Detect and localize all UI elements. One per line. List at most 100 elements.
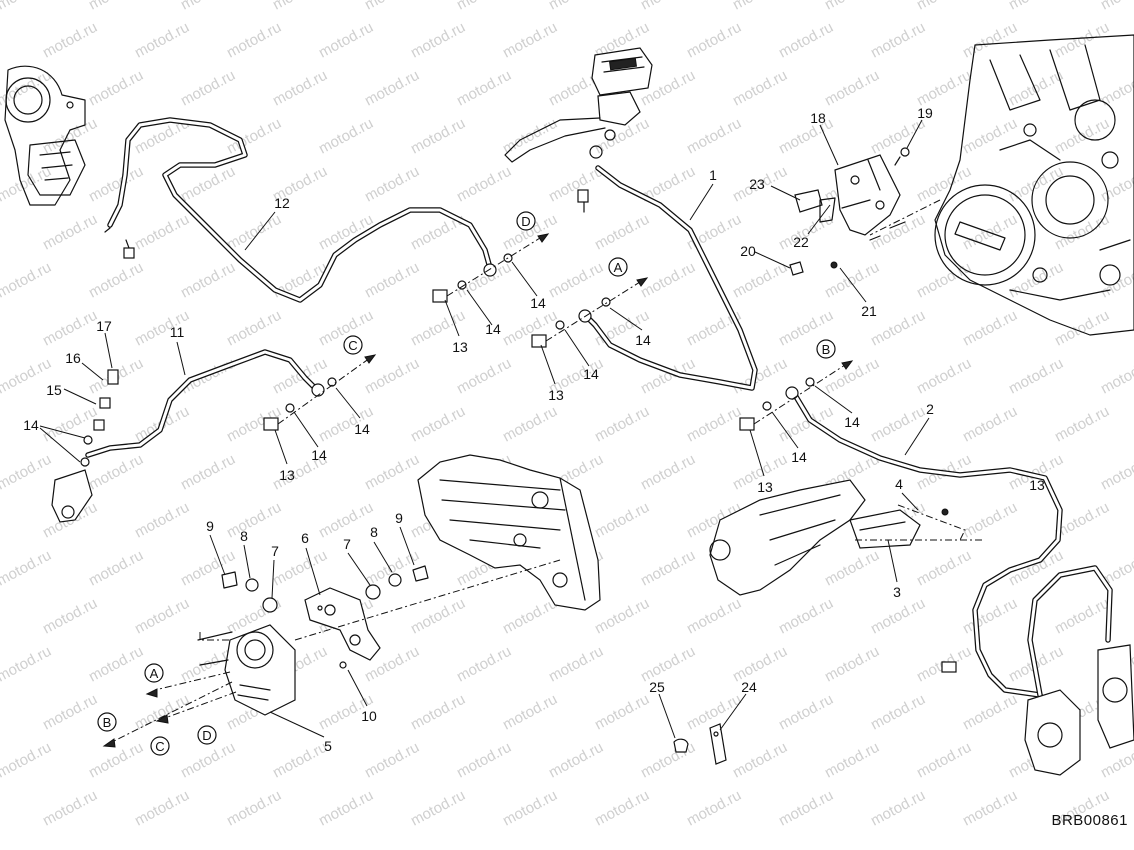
callout-number: 8 [370,524,378,540]
connection-marker-c-bottom [150,736,170,756]
watermark-text: motod.ru [1098,451,1134,494]
callout-number: 14 [635,332,651,348]
abs-modulator-5 [197,624,296,716]
watermark-text: motod.ru [730,259,790,302]
watermark-text: motod.ru [1006,0,1066,14]
watermark-text: motod.ru [868,115,928,158]
watermark-text: motod.ru [224,211,284,254]
watermark-text: motod.ru [86,451,146,494]
watermark-text: motod.ru [86,67,146,110]
callout-number: 10 [361,708,377,724]
callout-number: 9 [206,518,214,534]
watermark-text: motod.ru [1052,19,1112,62]
callout-number: 1 [709,167,717,183]
watermark-text: motod.ru [86,739,146,782]
front-subframe [709,479,949,596]
watermark-text: motod.ru [316,787,376,830]
watermark-text: motod.ru [684,595,744,638]
drawing-code: BRB00861 [1051,812,1128,829]
callout-number: 17 [96,318,112,334]
callout-number: 5 [324,738,332,754]
watermark-text: motod.ru [822,739,882,782]
watermark-text: motod.ru [1098,355,1134,398]
watermark-text: motod.ru [454,67,514,110]
watermark-text: motod.ru [914,355,974,398]
watermark-text: motod.ru [86,163,146,206]
watermark-text: motod.ru [684,115,744,158]
watermark-text: motod.ru [1052,115,1112,158]
watermark-text: motod.ru [454,259,514,302]
connection-label: D [202,728,211,743]
watermark-text: motod.ru [730,67,790,110]
watermark-text: motod.ru [454,163,514,206]
sensor-bracket-18 [789,147,910,276]
connection-marker-c-top [343,335,363,355]
connection-marker-b-top [816,339,836,359]
watermark-text: motod.ru [822,547,882,590]
callout-number: 4 [895,476,903,492]
watermark-text: motod.ru [178,739,238,782]
watermark-text: motod.ru [868,787,928,830]
watermark-text: motod.ru [86,547,146,590]
watermark-text: motod.ru [178,259,238,302]
watermark-text: motod.ru [362,67,422,110]
watermark-text: motod.ru [914,67,974,110]
watermark-text: motod.ru [86,643,146,686]
watermark-text: motod.ru [500,403,560,446]
watermark-text: motod.ru [500,595,560,638]
watermark-text: motod.ru [776,19,836,62]
brake-pipe-1 [577,165,758,391]
watermark-text: motod.ru [132,211,192,254]
watermark-text: motod.ru [546,739,606,782]
watermark-text: motod.ru [914,259,974,302]
watermark-text: motod.ru [40,787,100,830]
callout-number: 14 [311,447,327,463]
main-frame-section [417,454,601,611]
watermark-text: motod.ru [408,787,468,830]
watermark-text: motod.ru [638,0,698,14]
connection-label: C [348,338,357,353]
abs-mount-hardware [221,565,429,669]
callout-number: 14 [23,417,39,433]
watermark-text: motod.ru [0,0,54,14]
watermark-text: motod.ru [1052,211,1112,254]
watermark-text: motod.ru [1098,259,1134,302]
callout-number: 16 [65,350,81,366]
watermark-text: motod.ru [270,739,330,782]
watermark-text: motod.ru [0,547,54,590]
callout-number: 14 [844,414,860,430]
watermark-text: motod.ru [684,19,744,62]
callout-number: 15 [46,382,62,398]
watermark-text: motod.ru [868,691,928,734]
watermark-text: motod.ru [592,595,652,638]
watermark-text: motod.ru [408,115,468,158]
connection-lines [111,199,985,743]
watermark-text: motod.ru [592,403,652,446]
watermark-text: motod.ru [960,115,1020,158]
watermark-text: motod.ru [316,19,376,62]
watermark-text: motod.ru [86,259,146,302]
watermark-text: motod.ru [362,163,422,206]
watermark-text: motod.ru [500,307,560,350]
watermark-text: motod.ru [362,259,422,302]
watermark-text: motod.ru [914,547,974,590]
watermark-text: motod.ru [684,787,744,830]
watermark-text: motod.ru [776,787,836,830]
watermark-text: motod.ru [0,643,54,686]
callout-number: 22 [793,234,809,250]
callout-number: 6 [301,530,309,546]
connection-marker-a-top [608,257,628,277]
watermark-text: motod.ru [316,115,376,158]
connection-marker-d-top [516,211,536,231]
front-master-cylinder [504,47,653,163]
watermark-text: motod.ru [960,499,1020,542]
watermark-text: motod.ru [178,451,238,494]
watermark-text: motod.ru [960,691,1020,734]
watermark-text: motod.ru [132,787,192,830]
watermark-text: motod.ru [178,67,238,110]
watermark-text: motod.ru [776,115,836,158]
watermark-text: motod.ru [500,691,560,734]
connection-letter-markers: D A C B A B C D [97,211,836,756]
watermark-text: motod.ru [868,19,928,62]
